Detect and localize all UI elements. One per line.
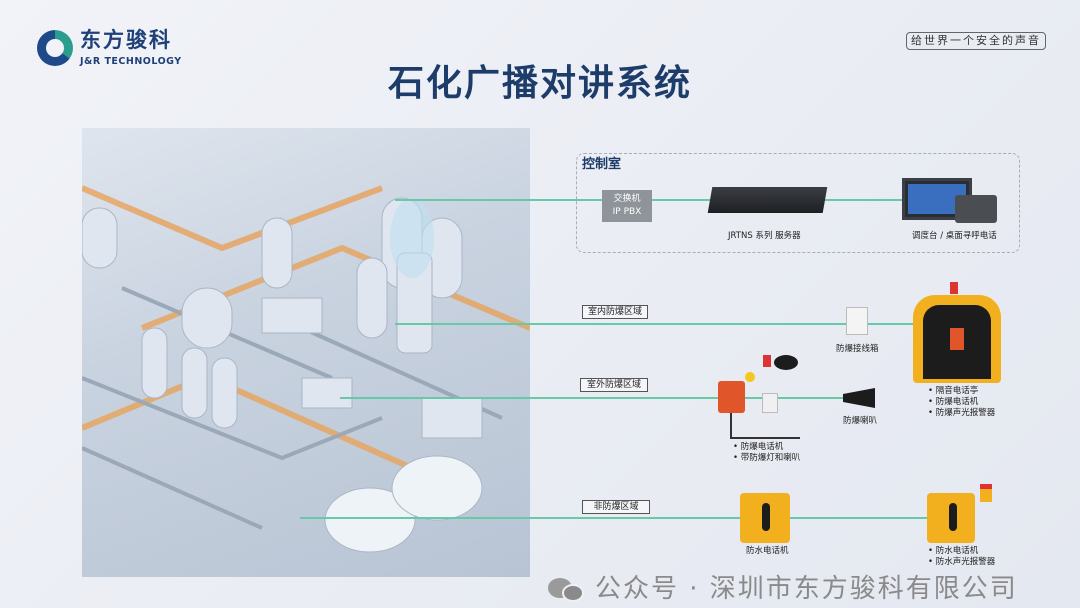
speaker-icon	[774, 355, 798, 370]
non-ex-list: • 防水电话机 • 防水声光报警器	[928, 546, 995, 568]
ex-phone-icon	[718, 381, 745, 413]
petrochemical-plant-image	[82, 128, 530, 577]
junction-box-icon	[762, 393, 778, 413]
waterproof-phone-icon	[927, 493, 975, 543]
ex-mark-icon	[745, 372, 755, 382]
pbx-sublabel: IP PBX	[612, 207, 642, 217]
watermark: 公众号 · 深圳市东方骏科有限公司	[595, 574, 1018, 604]
wiring	[730, 413, 800, 439]
waterproof-phone-icon	[740, 493, 790, 543]
ex-phone-icon	[950, 328, 964, 350]
control-room-title: 控制室	[582, 157, 622, 172]
booth-item: • 防爆声光报警器	[928, 408, 996, 418]
zone-label-outdoor: 室外防爆区域	[580, 378, 648, 392]
brand-name-en: J&R TECHNOLOGY	[80, 56, 182, 67]
outdoor-line	[340, 397, 845, 399]
control-room-box	[576, 153, 1020, 253]
booth-list: • 隔音电话亭 • 防爆电话机 • 防爆声光报警器	[928, 386, 995, 419]
booth-item: • 隔音电话亭	[928, 386, 979, 396]
outdoor-phone-list: • 防爆电话机 • 带防爆灯和喇叭	[733, 442, 800, 464]
brand-name: 东方骏科	[80, 28, 172, 52]
beacon-icon	[763, 355, 771, 367]
slogan-badge: 给世界一个安全的声音	[906, 32, 1046, 50]
server-label: JRTNS 系列 服务器	[728, 231, 801, 241]
outdoor-item: • 带防爆灯和喇叭	[733, 453, 801, 463]
zone-label-indoor: 室内防爆区域	[582, 305, 648, 319]
horn-label: 防爆喇叭	[843, 416, 878, 426]
indoor-line	[395, 323, 915, 325]
junction-box-icon	[846, 307, 868, 335]
junction-box-label: 防爆接线箱	[836, 344, 879, 354]
wechat-icon-bubble	[562, 584, 584, 602]
zone-label-non-ex: 非防爆区域	[582, 500, 650, 514]
server-icon	[707, 187, 828, 213]
outdoor-item: • 防爆电话机	[733, 442, 784, 452]
alarm-light-icon	[980, 484, 992, 502]
ip-pbx-box: 交换机 IP PBX	[602, 190, 652, 222]
non-ex-line	[300, 517, 935, 519]
alarm-light-icon	[950, 282, 958, 294]
console-label: 调度台 / 桌面寻呼电话	[912, 231, 997, 241]
horn-speaker-icon	[843, 388, 875, 408]
desk-phone-icon	[955, 195, 997, 223]
logo-icon	[37, 30, 73, 66]
non-ex-item: • 防水声光报警器	[928, 557, 996, 567]
non-ex-item: • 防水电话机	[928, 546, 979, 556]
pbx-label: 交换机	[613, 194, 641, 204]
waterproof-phone-label: 防水电话机	[746, 546, 789, 556]
booth-item: • 防爆电话机	[928, 397, 979, 407]
page-title: 石化广播对讲系统	[387, 63, 692, 104]
